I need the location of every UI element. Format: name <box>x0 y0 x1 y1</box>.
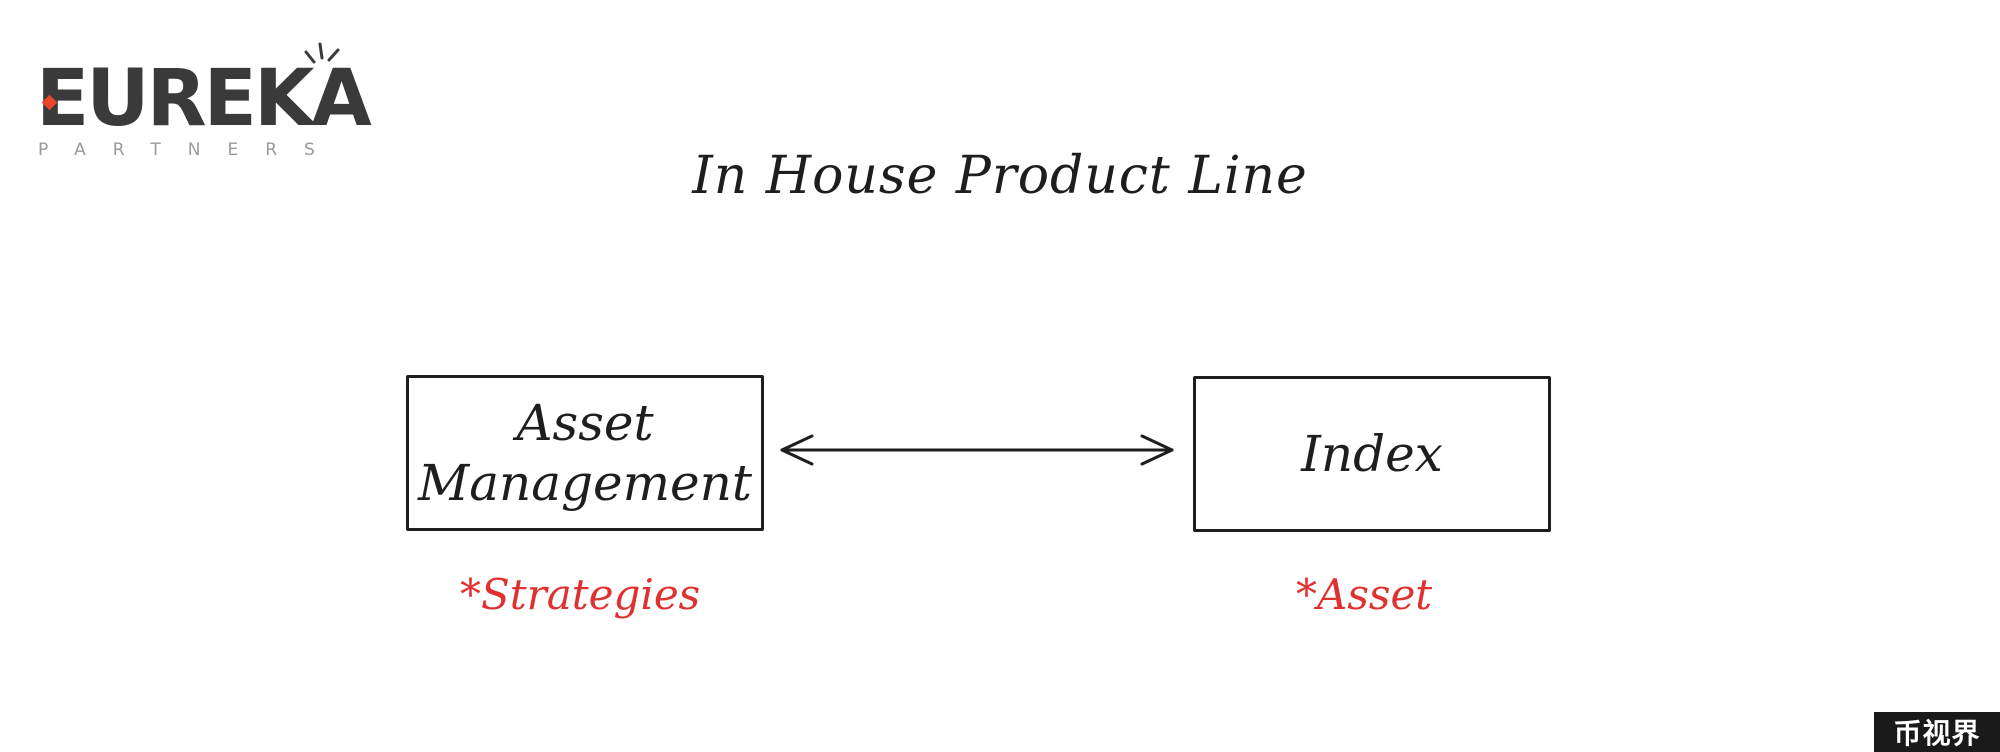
index-box: Index <box>1193 376 1551 532</box>
diagram-title: In House Product Line <box>692 146 1308 206</box>
double-headed-arrow <box>780 434 1174 466</box>
strategies-note: *Strategies <box>460 570 701 619</box>
logo-spark-icon <box>304 42 340 64</box>
watermark-badge: 币视界 <box>1874 712 2000 752</box>
asset-note: *Asset <box>1296 570 1433 619</box>
logo-subtitle: PARTNERS <box>38 140 342 160</box>
asset-management-label-line1: Asset <box>516 394 654 452</box>
eureka-partners-logo: EUREKA PARTNERS <box>36 40 372 159</box>
asset-management-box: Asset Management <box>406 375 764 531</box>
asset-management-label-line2: Management <box>418 454 752 512</box>
index-label: Index <box>1301 425 1443 483</box>
logo-wordmark: EUREKA <box>36 54 372 144</box>
